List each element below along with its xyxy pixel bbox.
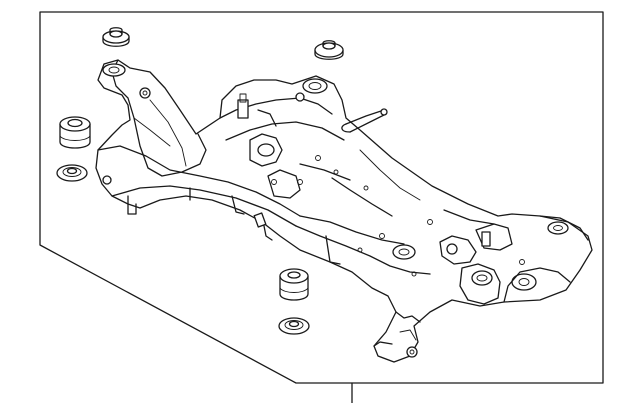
bushing-upper-center[interactable] (314, 40, 344, 60)
crossmember-subframe[interactable] (95, 59, 593, 363)
washer-front[interactable] (278, 317, 310, 335)
insulator-front[interactable] (279, 268, 309, 301)
bushing-upper-left[interactable] (102, 27, 130, 47)
background-panel (39, 11, 604, 403)
insulator-left[interactable] (59, 116, 91, 149)
washer-left[interactable] (56, 164, 88, 182)
